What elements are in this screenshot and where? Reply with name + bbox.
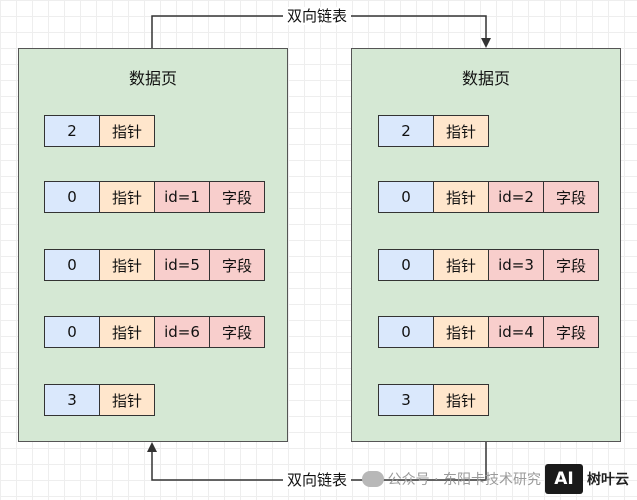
page-title: 数据页 [128, 69, 177, 88]
record-row: 0 指针 id=3 字段 [378, 249, 599, 281]
page-header-row: 2 指针 [378, 115, 489, 147]
record-type-cell: 0 [378, 181, 434, 213]
record-count-cell: 2 [44, 115, 100, 147]
record-id-cell: id=5 [154, 249, 210, 281]
ai-logo: AI [545, 464, 583, 494]
pointer-cell: 指针 [433, 249, 489, 281]
page-header-row: 2 指针 [44, 115, 155, 147]
record-row: 0 指针 id=4 字段 [378, 316, 599, 348]
pointer-cell: 指针 [99, 181, 155, 213]
bottom-link-label: 双向链表 [283, 471, 352, 489]
record-row: 0 指针 id=1 字段 [44, 181, 265, 213]
record-type-cell: 0 [378, 316, 434, 348]
record-type-cell: 0 [378, 249, 434, 281]
record-field-cell: 字段 [209, 181, 265, 213]
page-trailer-row: 3 指针 [378, 384, 489, 416]
pointer-cell: 指针 [99, 384, 155, 416]
data-page-left: 数据页 [18, 48, 288, 442]
page-title: 数据页 [461, 69, 510, 88]
record-id-cell: id=2 [488, 181, 544, 213]
pointer-cell: 指针 [99, 115, 155, 147]
watermark-text: 公众号 · 东阳卡技术研究 [387, 472, 541, 488]
record-row: 0 指针 id=6 字段 [44, 316, 265, 348]
record-type-cell: 0 [44, 316, 100, 348]
record-type-cell: 0 [44, 249, 100, 281]
pointer-cell: 指针 [433, 384, 489, 416]
record-field-cell: 字段 [209, 249, 265, 281]
pointer-cell: 指针 [99, 316, 155, 348]
top-link-label: 双向链表 [283, 7, 352, 25]
record-field-cell: 字段 [543, 181, 599, 213]
pointer-cell: 指针 [99, 249, 155, 281]
record-row: 0 指针 id=5 字段 [44, 249, 265, 281]
watermark: 公众号 · 东阳卡技术研究 AI 树叶云 [361, 464, 629, 494]
pointer-cell: 指针 [433, 181, 489, 213]
page-trailer-row: 3 指针 [44, 384, 155, 416]
brand-name: 树叶云 [587, 472, 629, 488]
record-id-cell: id=4 [488, 316, 544, 348]
record-field-cell: 字段 [543, 316, 599, 348]
record-count-cell: 2 [378, 115, 434, 147]
pointer-cell: 指针 [433, 316, 489, 348]
record-id-cell: id=3 [488, 249, 544, 281]
record-id-cell: id=1 [154, 181, 210, 213]
wechat-icon [361, 471, 384, 487]
record-count-cell: 3 [44, 384, 100, 416]
record-type-cell: 0 [44, 181, 100, 213]
record-row: 0 指针 id=2 字段 [378, 181, 599, 213]
record-field-cell: 字段 [209, 316, 265, 348]
pointer-cell: 指针 [433, 115, 489, 147]
record-field-cell: 字段 [543, 249, 599, 281]
data-page-right: 数据页 [351, 48, 621, 442]
record-count-cell: 3 [378, 384, 434, 416]
record-id-cell: id=6 [154, 316, 210, 348]
